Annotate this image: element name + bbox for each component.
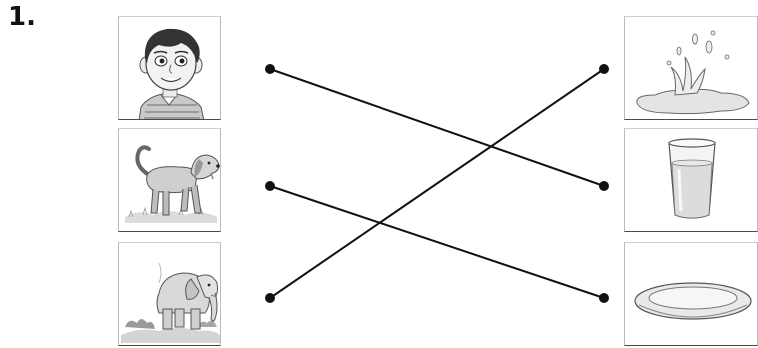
- match-line-dog-to-dish: [269, 185, 605, 299]
- match-line-elephant-to-splash: [269, 68, 605, 299]
- boy-illustration: [138, 28, 205, 119]
- left-dot-elephant[interactable]: [265, 293, 275, 303]
- shallow-dish-illustration: [634, 282, 752, 320]
- left-dot-boy[interactable]: [265, 64, 275, 74]
- dog-illustration: [125, 145, 220, 223]
- match-line-boy-to-glass: [269, 68, 605, 187]
- left-dot-dog[interactable]: [265, 181, 275, 191]
- elephant-illustration: [121, 262, 220, 343]
- glass-of-milk-illustration: [668, 138, 716, 219]
- liquid-splash-illustration: [636, 30, 750, 115]
- question-number: 1.: [8, 2, 36, 32]
- card-dish: [624, 242, 758, 346]
- right-dot-glass[interactable]: [599, 181, 609, 191]
- card-boy: [118, 16, 221, 120]
- right-dot-splash[interactable]: [599, 64, 609, 74]
- card-glass: [624, 128, 758, 232]
- card-dog: [118, 128, 221, 232]
- card-elephant: [118, 242, 221, 346]
- right-dot-dish[interactable]: [599, 293, 609, 303]
